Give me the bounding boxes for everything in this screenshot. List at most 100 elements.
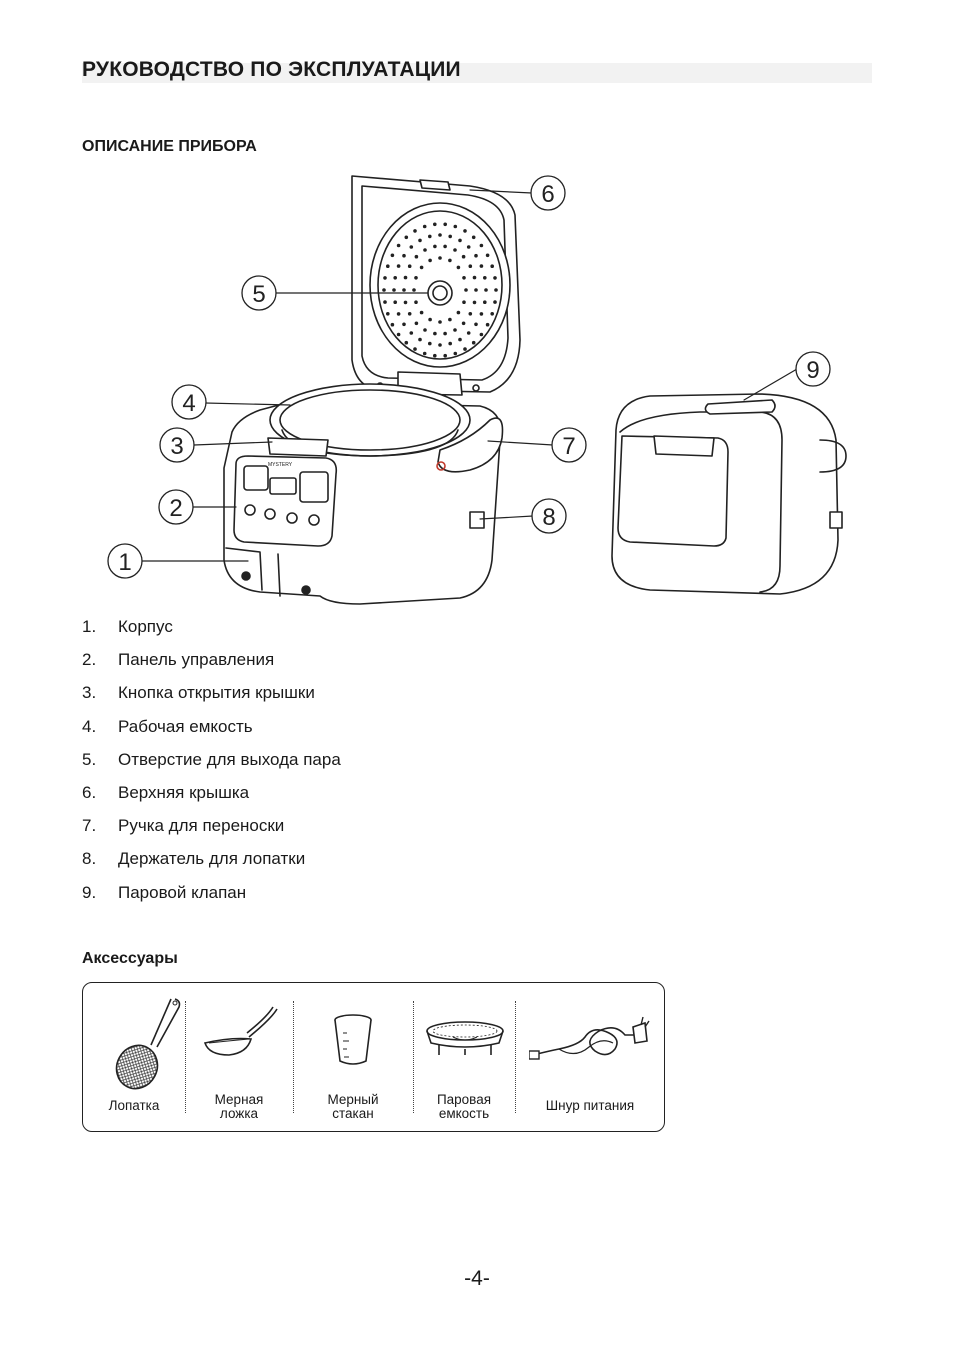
list-item: 8. Держатель для лопатки [82, 849, 341, 882]
parts-list: 1.Корпус 2. Панель управления 3.Кнопка от… [82, 617, 341, 916]
callout-6: 6 [530, 175, 566, 211]
lid-hole [471, 235, 476, 240]
lid-hole [396, 332, 401, 337]
svg-text:6: 6 [541, 181, 554, 208]
lid-hole [448, 317, 452, 322]
lid-hole [422, 351, 427, 356]
list-item-label: Верхняя крышка [118, 782, 250, 802]
lid-hole [438, 320, 442, 324]
lid-hole [419, 265, 424, 270]
lid-hole [448, 258, 452, 263]
divider [185, 1001, 186, 1113]
lid-hole [412, 288, 416, 292]
lid-hole [461, 321, 466, 326]
accessory-label: Шнур питания [545, 1098, 635, 1113]
callout-7: 7 [551, 427, 587, 463]
callout-2: 2 [158, 489, 194, 525]
spatula-icon [115, 998, 181, 1090]
svg-text:1: 1 [118, 549, 131, 576]
list-item-label: Паровой клапан [118, 882, 247, 902]
lid-hole [438, 233, 442, 237]
svg-text:3: 3 [170, 433, 183, 460]
callout-4: 4 [171, 384, 207, 420]
list-item-label: Панель управления [118, 650, 275, 670]
lid-hole [458, 337, 462, 342]
measuring-cup-icon [334, 1014, 372, 1065]
accessories-table: Лопатка Мерная ложка Мерный стакан [82, 982, 665, 1132]
accessory-item: Шнур питания [515, 983, 665, 1131]
open-lid-illustration [351, 175, 521, 396]
brand-logo: MYSTERY [268, 462, 293, 468]
lid-hole [453, 248, 457, 252]
lid-hole [423, 248, 427, 252]
lid-hole [479, 243, 484, 248]
cooker-body-illustration: MYSTERY [223, 383, 504, 605]
lid-hole [404, 235, 409, 240]
header-bar [82, 63, 872, 83]
accessory-label: Лопатка [108, 1098, 160, 1113]
multicooker-diagram: MYSTERY 1 2 3 [107, 175, 847, 605]
callout-markers: 1 2 3 4 5 6 7 8 9 [107, 175, 831, 579]
lid-hole [490, 312, 495, 316]
lid-hole [448, 234, 453, 239]
list-item-number: 9. [82, 882, 97, 902]
lid-hole [490, 264, 495, 269]
lid-hole [418, 238, 422, 243]
lid-hole [463, 229, 467, 233]
lid-hole [409, 245, 414, 249]
list-item: 3.Кнопка открытия крышки [82, 683, 341, 716]
callout-9: 9 [795, 351, 831, 387]
accessory-item: Паровая емкость [413, 983, 515, 1131]
list-item-label: Держатель для лопатки [118, 849, 306, 869]
lid-hole [479, 312, 484, 316]
lid-hole [433, 331, 437, 336]
lid-hole [382, 288, 386, 292]
list-item-number: 7. [82, 816, 97, 836]
lid-hole [390, 322, 395, 327]
list-item: 9. Паровой клапан [82, 883, 341, 916]
divider [413, 1001, 414, 1113]
lid-hole [443, 331, 447, 336]
lid-hole [402, 288, 406, 292]
lid-hole [453, 328, 457, 332]
lid-hole [418, 337, 422, 342]
lid-hole [494, 288, 498, 292]
lid-hole [396, 312, 401, 316]
lid-hole [456, 310, 461, 315]
lid-hole [393, 300, 398, 305]
lid-hole [386, 264, 390, 269]
lid-hole [438, 256, 442, 260]
svg-text:4: 4 [182, 390, 195, 417]
lid-hole [461, 254, 466, 259]
lid-hole [428, 234, 432, 239]
svg-text:7: 7 [562, 433, 575, 460]
lid-hole [419, 310, 424, 315]
lid-hole [458, 238, 462, 243]
steam-basket-icon [426, 1021, 504, 1055]
divider [515, 1001, 516, 1113]
lid-hole [453, 351, 458, 356]
lid-hole [464, 288, 468, 292]
svg-text:8: 8 [542, 504, 555, 531]
lid-hole [472, 275, 477, 280]
list-item-number: 2. [82, 650, 97, 670]
lid-hole [403, 275, 408, 280]
lid-hole [462, 276, 466, 280]
list-item-number: 8. [82, 849, 97, 869]
divider [293, 1001, 294, 1113]
accessory-label: Мерный стакан [327, 1092, 379, 1121]
lid-hole [414, 321, 419, 326]
accessory-item: Мерный стакан [293, 983, 413, 1131]
lid-hole [393, 276, 398, 280]
lid-hole [433, 244, 437, 249]
list-item-number: 6. [82, 782, 97, 802]
list-item-label: Отверстие для выхода пара [118, 749, 341, 769]
list-item: 1.Корпус [82, 617, 341, 650]
lid-hole [474, 288, 478, 292]
svg-text:9: 9 [806, 357, 819, 384]
lid-hole [485, 322, 490, 327]
lid-hole [433, 222, 437, 227]
list-item-number: 4. [82, 716, 97, 736]
list-item: 7.Ручка для переноски [82, 816, 341, 849]
lid-hole [396, 264, 401, 268]
